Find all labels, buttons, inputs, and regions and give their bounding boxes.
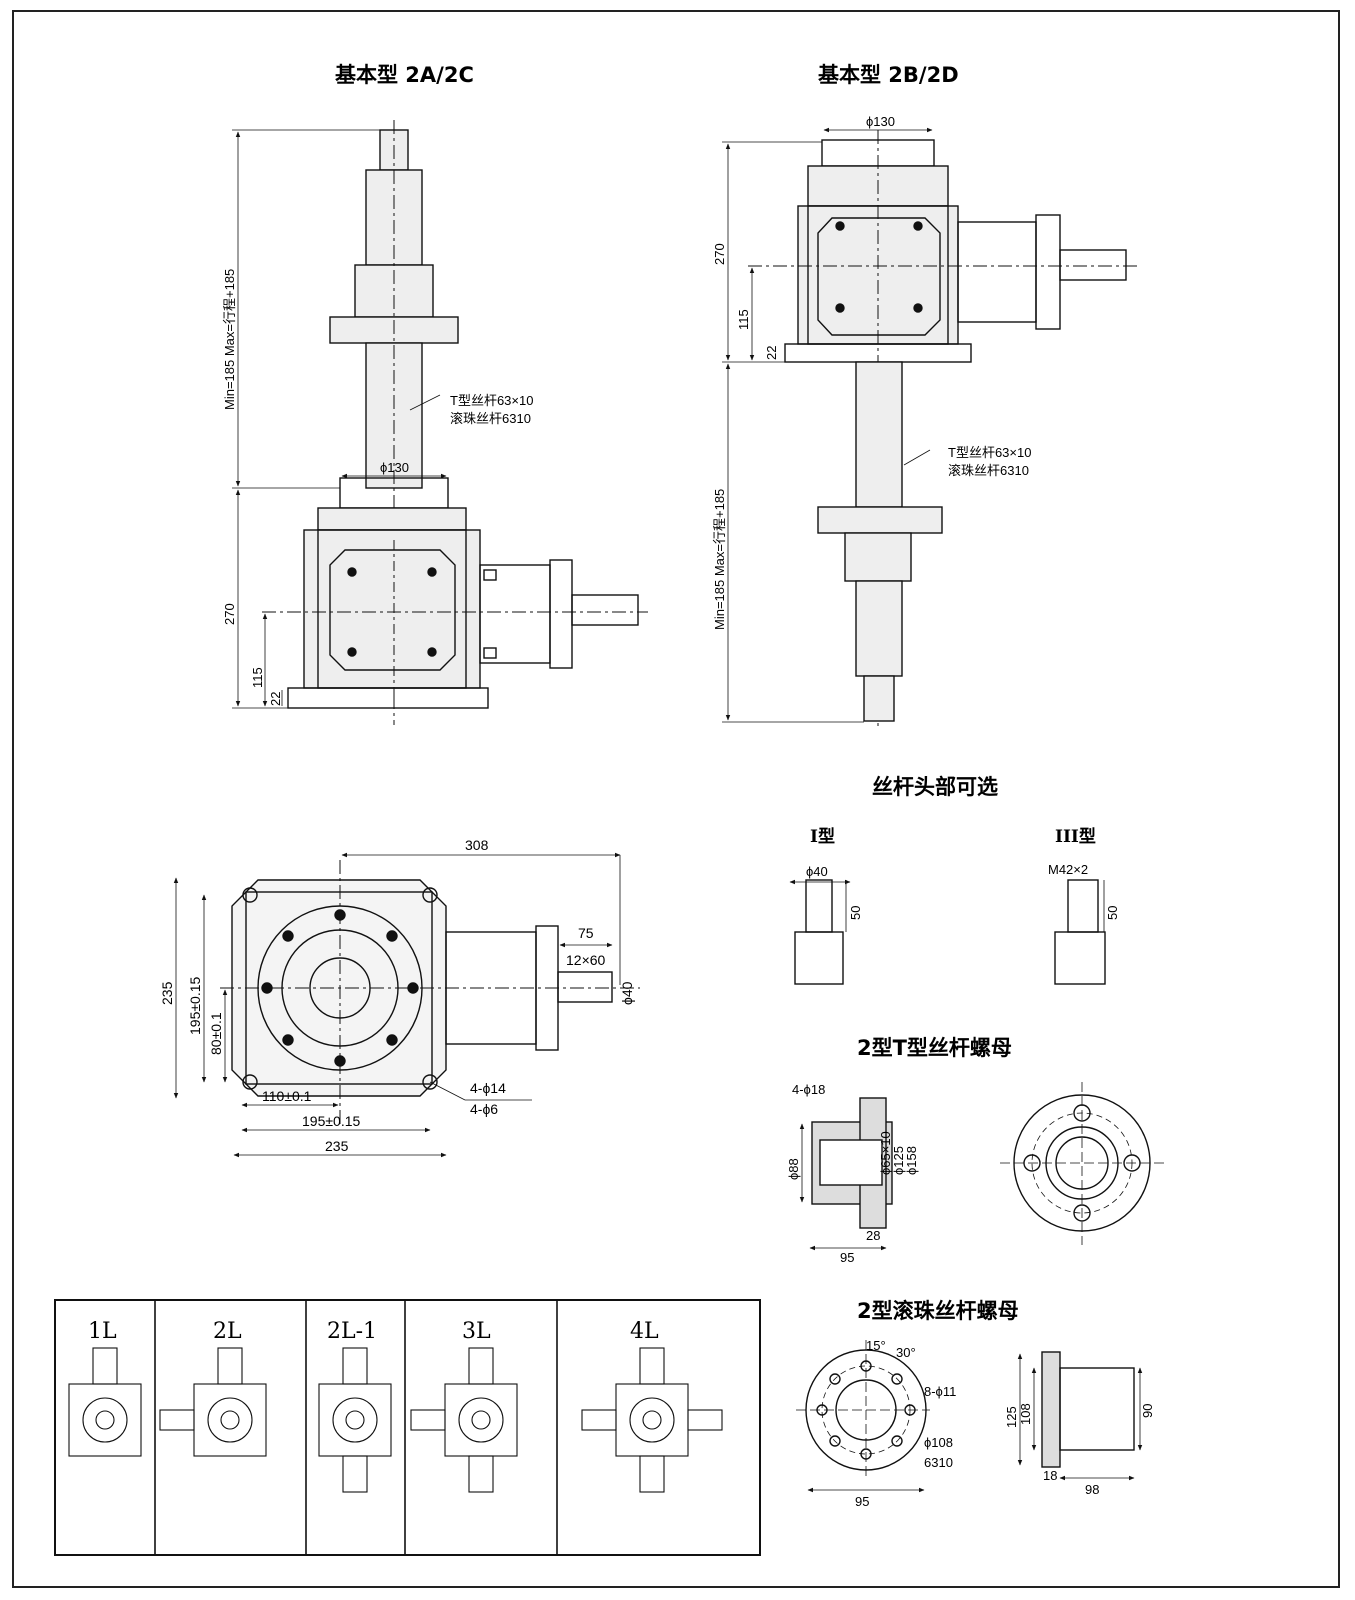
dim-hole-14: 4-ϕ14 bbox=[470, 1080, 506, 1096]
type1-len: 50 bbox=[848, 906, 863, 920]
dim-22-right: 22 bbox=[764, 346, 779, 360]
dim-195-v: 195±0.15 bbox=[187, 976, 203, 1035]
thumb-shaft-up bbox=[342, 1347, 368, 1385]
thumb-bore bbox=[220, 1410, 240, 1430]
thumb-shaft-up bbox=[468, 1347, 494, 1385]
thumb-bore bbox=[95, 1410, 115, 1430]
t-nut-d158: ϕ158 bbox=[904, 1146, 919, 1175]
screw-label-1: T型丝杆63×10 bbox=[450, 393, 533, 408]
ball-nut-a15: 15° bbox=[866, 1338, 886, 1353]
thumb-housing bbox=[193, 1383, 267, 1457]
jack-2a-2c-view bbox=[232, 120, 648, 725]
thumb-shaft-down bbox=[468, 1455, 494, 1493]
dim-130-left: ϕ130 bbox=[380, 460, 409, 475]
jack-top-view bbox=[173, 852, 640, 1158]
dim-key: 12×60 bbox=[566, 952, 606, 968]
thumb-bore bbox=[471, 1410, 491, 1430]
ball-nut-d108: ϕ108 bbox=[924, 1435, 953, 1450]
layout-label-1l: 1L bbox=[88, 1319, 117, 1344]
thumb-housing bbox=[318, 1383, 392, 1457]
layout-label-3l: 3L bbox=[462, 1319, 491, 1344]
dim-308: 308 bbox=[465, 837, 489, 853]
ball-nut-d90: 90 bbox=[1140, 1404, 1155, 1418]
thumb-ring bbox=[458, 1397, 504, 1443]
thumb-ring bbox=[82, 1397, 128, 1443]
thumb-shaft-up bbox=[217, 1347, 243, 1385]
thumb-shaft-down bbox=[639, 1455, 665, 1493]
thumb-ring bbox=[332, 1397, 378, 1443]
screw-head-type1: I型 bbox=[810, 826, 835, 847]
dim-80: 80±0.1 bbox=[208, 1012, 224, 1055]
dim-hole-6: 4-ϕ6 bbox=[470, 1101, 498, 1117]
ball-nut-a30: 30° bbox=[896, 1345, 916, 1360]
dim-195-h: 195±0.15 bbox=[302, 1113, 361, 1129]
dim-115-right: 115 bbox=[736, 309, 751, 330]
ball-nut-h108: 108 bbox=[1018, 1403, 1033, 1425]
dim-270-left: 270 bbox=[222, 603, 237, 625]
t-nut-drawing bbox=[799, 1082, 1164, 1251]
ball-nut-model: 6310 bbox=[924, 1455, 953, 1470]
thumb-shaft-left bbox=[581, 1409, 617, 1431]
thumb-bore bbox=[642, 1410, 662, 1430]
ball-nut-drawing bbox=[796, 1340, 1143, 1493]
title-screw-head: 丝杆头部可选 bbox=[872, 775, 998, 799]
thumb-shaft-left bbox=[159, 1409, 195, 1431]
screw-label-2b: 滚珠丝杆6310 bbox=[948, 463, 1029, 478]
ball-nut-w95: 95 bbox=[855, 1494, 869, 1509]
dim-270-right: 270 bbox=[712, 243, 727, 265]
dim-travel-left: Min=185 Max=行程+185 bbox=[222, 269, 237, 410]
thumb-shaft-left bbox=[410, 1409, 446, 1431]
t-nut-d65: ϕ65×10 bbox=[878, 1131, 893, 1175]
thumb-ring bbox=[629, 1397, 675, 1443]
dim-115-left: 115 bbox=[250, 667, 265, 688]
thumb-housing bbox=[615, 1383, 689, 1457]
type3-thread: M42×2 bbox=[1048, 862, 1088, 877]
layout-label-4l: 4L bbox=[630, 1319, 659, 1344]
screw-label-2: 滚珠丝杆6310 bbox=[450, 411, 531, 426]
dim-110: 110±0.1 bbox=[262, 1088, 312, 1104]
thumb-shaft-up bbox=[639, 1347, 665, 1385]
t-nut-holes: 4-ϕ18 bbox=[792, 1082, 825, 1097]
ball-nut-h125: 125 bbox=[1004, 1406, 1019, 1428]
title-ball-nut: 2型滚珠丝杆螺母 bbox=[857, 1299, 1019, 1323]
screw-label-1b: T型丝杆63×10 bbox=[948, 445, 1031, 460]
type1-dia: ϕ40 bbox=[806, 864, 828, 879]
dim-shaft: ϕ40 bbox=[619, 981, 635, 1005]
layout-label-2l-1: 2L-1 bbox=[327, 1319, 377, 1344]
t-nut-d88: ϕ88 bbox=[786, 1158, 801, 1180]
thumb-bore bbox=[345, 1410, 365, 1430]
type3-len: 50 bbox=[1105, 906, 1120, 920]
title-t-nut: 2型T型丝杆螺母 bbox=[857, 1036, 1012, 1060]
thumb-shaft-down bbox=[342, 1455, 368, 1493]
ball-nut-l98: 98 bbox=[1085, 1482, 1099, 1497]
layout-table bbox=[54, 1299, 761, 1556]
dim-235-h: 235 bbox=[325, 1138, 349, 1154]
screw-head-options bbox=[789, 879, 1106, 985]
screw-head-type3: III型 bbox=[1055, 826, 1096, 847]
layout-thumbnails bbox=[68, 1347, 723, 1493]
dim-75: 75 bbox=[578, 925, 594, 941]
t-nut-l95: 95 bbox=[840, 1250, 854, 1265]
dim-130-right: ϕ130 bbox=[866, 114, 895, 129]
title-2a-2c: 基本型 2A/2C bbox=[335, 63, 474, 87]
ball-nut-holes: 8-ϕ11 bbox=[924, 1384, 956, 1399]
thumb-shaft-right bbox=[687, 1409, 723, 1431]
dim-travel-right: Min=185 Max=行程+185 bbox=[712, 489, 727, 630]
thumb-ring bbox=[207, 1397, 253, 1443]
t-nut-l28: 28 bbox=[866, 1228, 880, 1243]
title-2b-2d: 基本型 2B/2D bbox=[818, 63, 959, 87]
jack-2b-2d-view bbox=[722, 127, 1140, 728]
drawing-frame bbox=[12, 10, 1340, 1588]
dim-22-left: 22 bbox=[268, 692, 283, 706]
ball-nut-f18: 18 bbox=[1043, 1468, 1057, 1483]
thumb-housing bbox=[444, 1383, 518, 1457]
thumb-housing bbox=[68, 1383, 142, 1457]
layout-label-2l: 2L bbox=[213, 1319, 242, 1344]
dim-235-v: 235 bbox=[159, 981, 175, 1005]
thumb-shaft-up bbox=[92, 1347, 118, 1385]
t-nut-d125: ϕ125 bbox=[891, 1146, 906, 1175]
